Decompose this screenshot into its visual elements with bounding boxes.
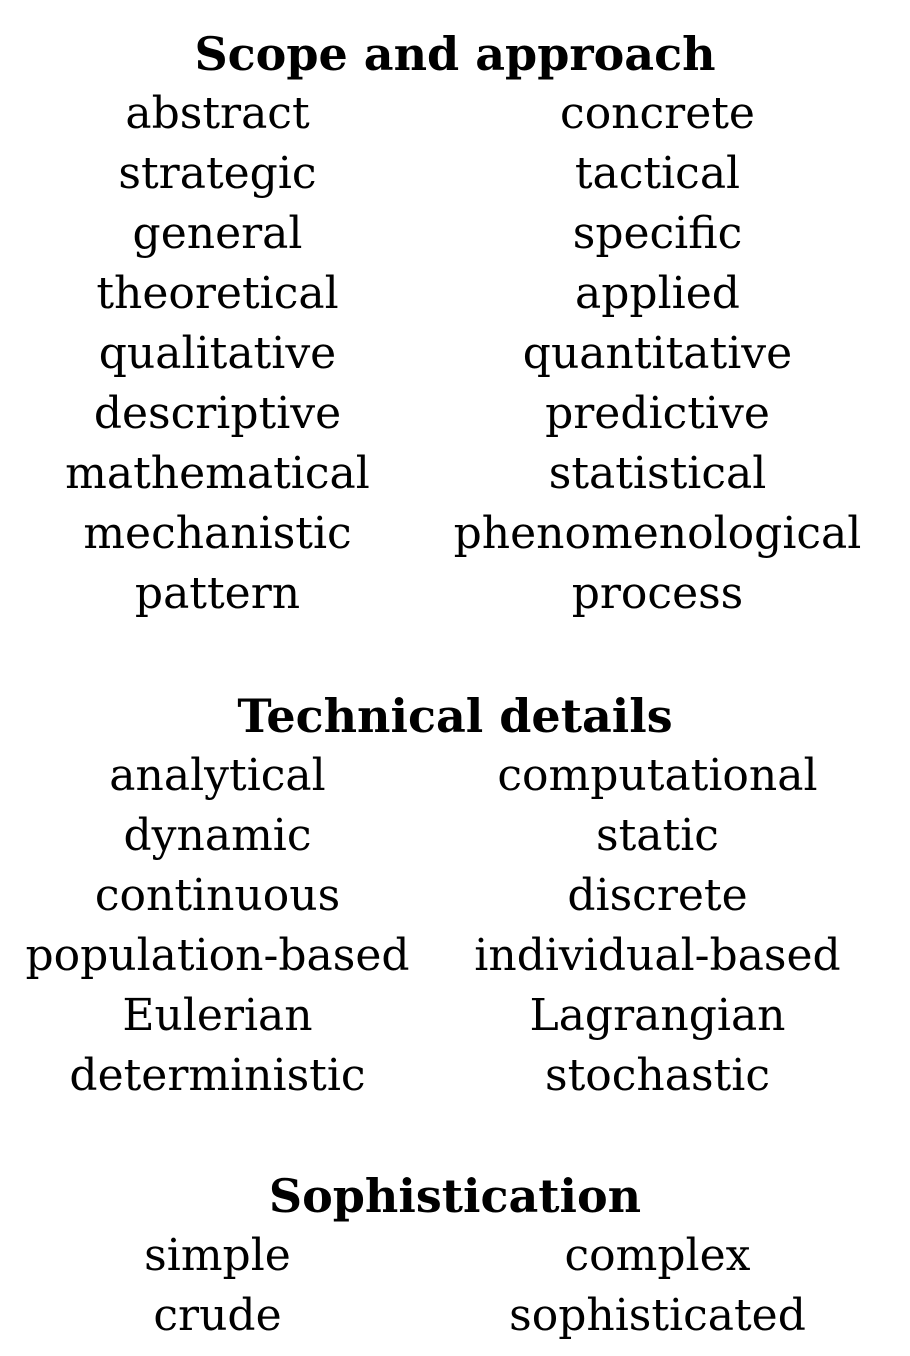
term-pair-row: strategic tactical [0,144,910,204]
right-term: Lagrangian [529,990,786,1041]
right-term: complex [564,1230,751,1281]
term-pair-row: deterministic stochastic [0,1046,910,1106]
left-term: crude [153,1290,282,1341]
left-term: descriptive [93,388,342,439]
left-term: simple [144,1230,291,1281]
right-term: tactical [574,148,741,199]
section-heading: Sophistication [268,1169,642,1223]
left-term: abstract [125,88,310,139]
term-pair-row: mechanistic phenomenological [0,504,910,564]
left-term: qualitative [98,328,337,379]
right-term: phenomenological [453,508,862,559]
term-pair-row: crude sophisticated [0,1286,910,1346]
right-term: computational [497,750,818,801]
term-pair-row: population-based individual-based [0,926,910,986]
left-term: deterministic [69,1050,366,1101]
term-pair-row: abstract concrete [0,84,910,144]
left-term: Eulerian [122,990,313,1041]
right-term: discrete [567,870,748,921]
right-term: concrete [560,88,755,139]
term-pair-row: pattern process [0,564,910,624]
left-term: continuous [94,870,341,921]
left-term: population-based [25,930,410,981]
right-term: sophisticated [509,1290,806,1341]
right-term: statistical [548,448,767,499]
right-term: predictive [545,388,770,439]
right-term: static [596,810,719,861]
term-pair-row: Eulerian Lagrangian [0,986,910,1046]
left-term: pattern [134,568,301,619]
left-term: general [132,208,303,259]
right-term: specific [572,208,743,259]
term-pair-row: descriptive predictive [0,384,910,444]
section-heading: Scope and approach [194,27,716,81]
section-heading: Technical details [237,689,673,743]
right-term: stochastic [545,1050,770,1101]
term-pair-row: simple complex [0,1226,910,1286]
left-term: strategic [118,148,317,199]
term-pair-row: general specific [0,204,910,264]
right-term: quantitative [522,328,793,379]
right-term: applied [575,268,740,319]
term-pair-row: analytical computational [0,746,910,806]
left-term: dynamic [123,810,312,861]
term-pair-row: dynamic static [0,806,910,866]
term-pair-row: mathematical statistical [0,444,910,504]
term-pair-row: theoretical applied [0,264,910,324]
term-pair-row: qualitative quantitative [0,324,910,384]
left-term: mechanistic [83,508,352,559]
term-pair-row: continuous discrete [0,866,910,926]
right-term: individual-based [474,930,841,981]
left-term: analytical [109,750,326,801]
left-term: mathematical [65,448,370,499]
left-term: theoretical [96,268,339,319]
right-term: process [571,568,744,619]
